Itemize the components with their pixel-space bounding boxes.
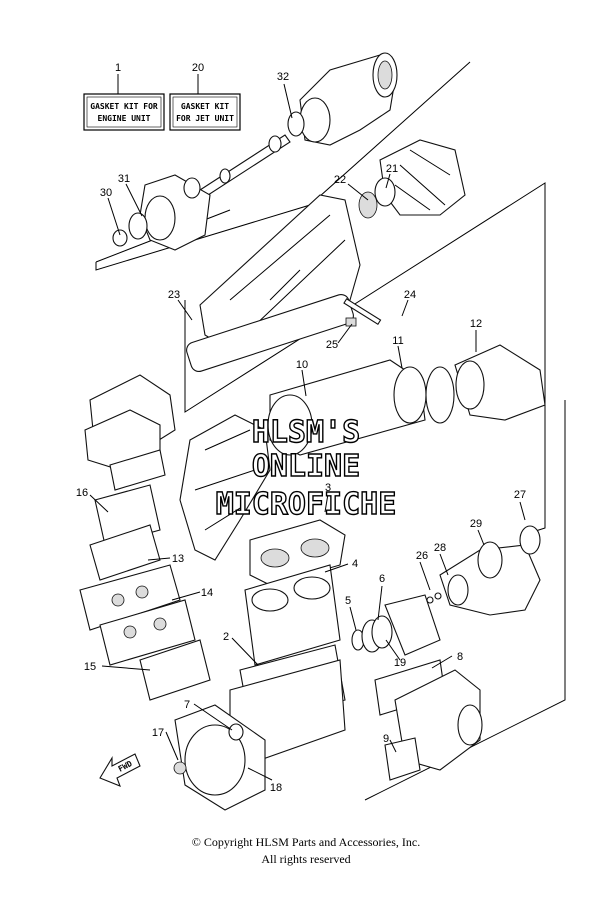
crank-seals: [351, 594, 441, 656]
callout-1: 1: [115, 62, 121, 74]
watermark-line2: ONLINE: [252, 449, 360, 484]
carburetor-gaskets: [79, 449, 211, 701]
callout-27: 27: [514, 489, 526, 501]
copyright-text: © Copyright HLSM Parts and Accessories, …: [191, 835, 421, 849]
coupling-housing: [426, 525, 541, 616]
callout-numbers: 1 20 32 31 30 22 21 23 24 12 25 11 10 3 …: [76, 62, 526, 794]
rights-text: All rights reserved: [261, 852, 351, 866]
callout-19: 19: [394, 657, 406, 669]
callout-3: 3: [325, 482, 331, 494]
cylinder-block: [229, 519, 346, 761]
callout-30: 30: [100, 187, 112, 199]
callout-6: 6: [379, 573, 385, 585]
callout-18: 18: [270, 782, 282, 794]
callout-29: 29: [470, 518, 482, 530]
jet-gasket-kit-label: GASKET KIT FOR JET UNIT: [169, 93, 241, 131]
intake-duct: [186, 194, 382, 373]
exploded-parts-diagram: GASKET KIT FOR ENGINE UNIT GASKET KIT FO…: [76, 52, 566, 811]
callout-8: 8: [457, 651, 463, 663]
callout-23: 23: [168, 289, 180, 301]
callout-4: 4: [352, 558, 358, 570]
callout-20: 20: [192, 62, 204, 74]
exhaust-elbow: [84, 374, 271, 561]
callout-17: 17: [152, 727, 164, 739]
callout-14: 14: [201, 587, 213, 599]
forward-arrow-icon: FWD: [99, 753, 141, 787]
callout-9: 9: [383, 733, 389, 745]
kit-jet-line2: FOR JET UNIT: [176, 114, 234, 123]
drive-shaft: [199, 134, 291, 198]
engine-gasket-kit-label: GASKET KIT FOR ENGINE UNIT: [83, 93, 165, 131]
callout-10: 10: [296, 359, 308, 371]
watermark-line3: MICROFICHE: [216, 487, 397, 522]
callout-21: 21: [386, 163, 398, 175]
callout-13: 13: [172, 553, 184, 565]
callout-28: 28: [434, 542, 446, 554]
callout-32: 32: [277, 71, 289, 83]
exhaust-muffler: [267, 344, 546, 456]
callout-2: 2: [223, 631, 229, 643]
callout-16: 16: [76, 487, 88, 499]
callout-5: 5: [345, 595, 351, 607]
callout-25: 25: [326, 339, 338, 351]
flywheel-cover: [173, 704, 266, 811]
bearing-housing: [112, 174, 211, 251]
kit-engine-line2: ENGINE UNIT: [98, 114, 151, 123]
kit-jet-line1: GASKET KIT: [181, 102, 229, 111]
callout-12: 12: [470, 318, 482, 330]
callout-24: 24: [404, 289, 416, 301]
watermark: HLSM'S ONLINE MICROFICHE: [215, 414, 397, 522]
callout-leaders: [89, 83, 526, 781]
impeller: [358, 139, 466, 219]
callout-22: 22: [334, 174, 346, 186]
callout-15: 15: [84, 661, 96, 673]
callout-26: 26: [416, 550, 428, 562]
watermark-line1: HLSM'S: [252, 415, 360, 450]
callout-7: 7: [184, 699, 190, 711]
callout-11: 11: [392, 335, 403, 347]
kit-engine-line1: GASKET KIT FOR: [90, 102, 158, 111]
exhaust-manifold: [374, 659, 483, 781]
pump-housing: [287, 52, 398, 146]
callout-31: 31: [118, 173, 130, 185]
